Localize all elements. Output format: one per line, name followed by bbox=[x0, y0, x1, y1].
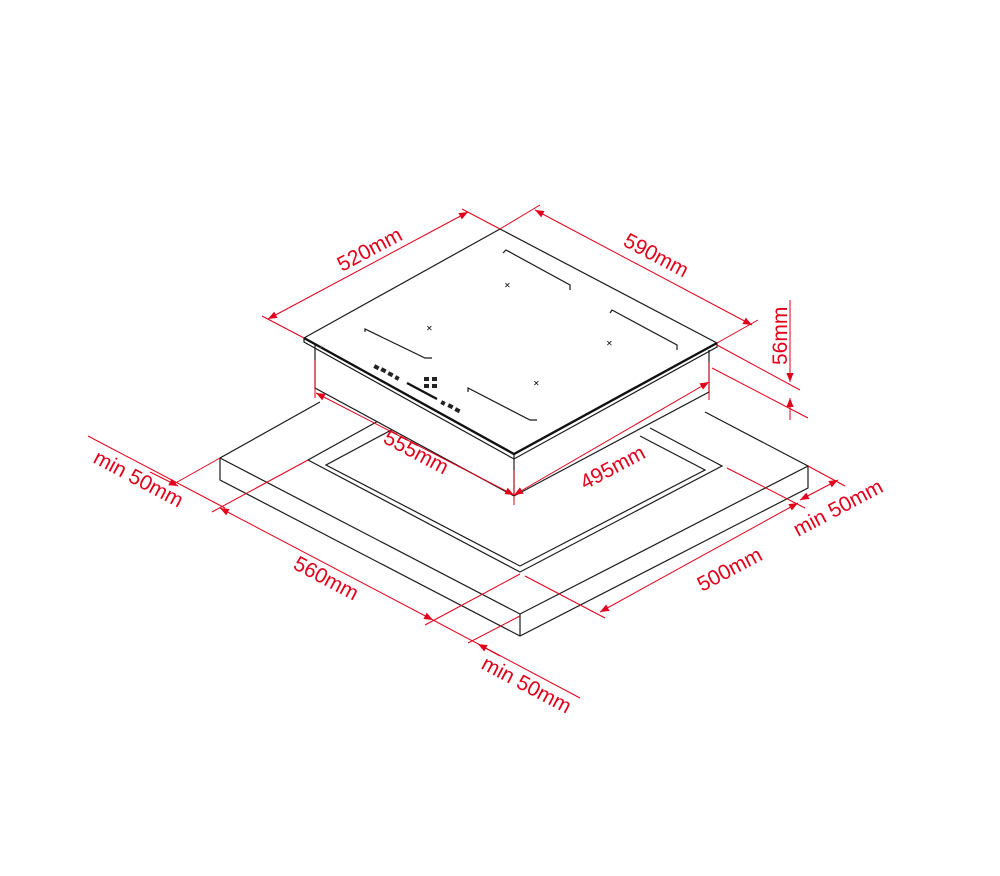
zone-center-icon: ✕ bbox=[426, 324, 433, 333]
dimension-label: 520mm bbox=[334, 223, 407, 276]
dimension-hob-depth: 520mm bbox=[261, 208, 501, 339]
dimension-min-right: min 50mm bbox=[790, 465, 887, 541]
zone-back-left bbox=[502, 249, 571, 290]
brand-logo: ~~ bbox=[318, 343, 327, 352]
zone-center-icon: ✕ bbox=[533, 379, 540, 388]
zone-front-right bbox=[467, 387, 537, 421]
zone-front-left bbox=[364, 328, 432, 359]
dimension-min-front: min 50mm bbox=[432, 615, 581, 718]
control-buttons-right bbox=[440, 400, 461, 414]
zone-center-icon: ✕ bbox=[504, 281, 511, 290]
dimension-label: 560mm bbox=[290, 552, 363, 605]
dimension-hob-height: 56mm bbox=[711, 300, 809, 420]
dimension-label: 500mm bbox=[694, 543, 767, 596]
dimension-label: min 50mm bbox=[90, 446, 187, 512]
dimension-min-left: min 50mm bbox=[87, 435, 226, 512]
dimension-label: 56mm bbox=[769, 307, 792, 365]
dimension-hob-width: 590mm bbox=[499, 204, 759, 344]
control-buttons-left bbox=[373, 364, 400, 381]
dimension-label: min 50mm bbox=[790, 475, 887, 541]
zone-back-right bbox=[609, 309, 678, 350]
control-buttons-center bbox=[424, 377, 437, 388]
zone-center-icon: ✕ bbox=[606, 339, 613, 348]
countertop bbox=[218, 401, 810, 637]
dimension-label: min 50mm bbox=[478, 652, 575, 718]
